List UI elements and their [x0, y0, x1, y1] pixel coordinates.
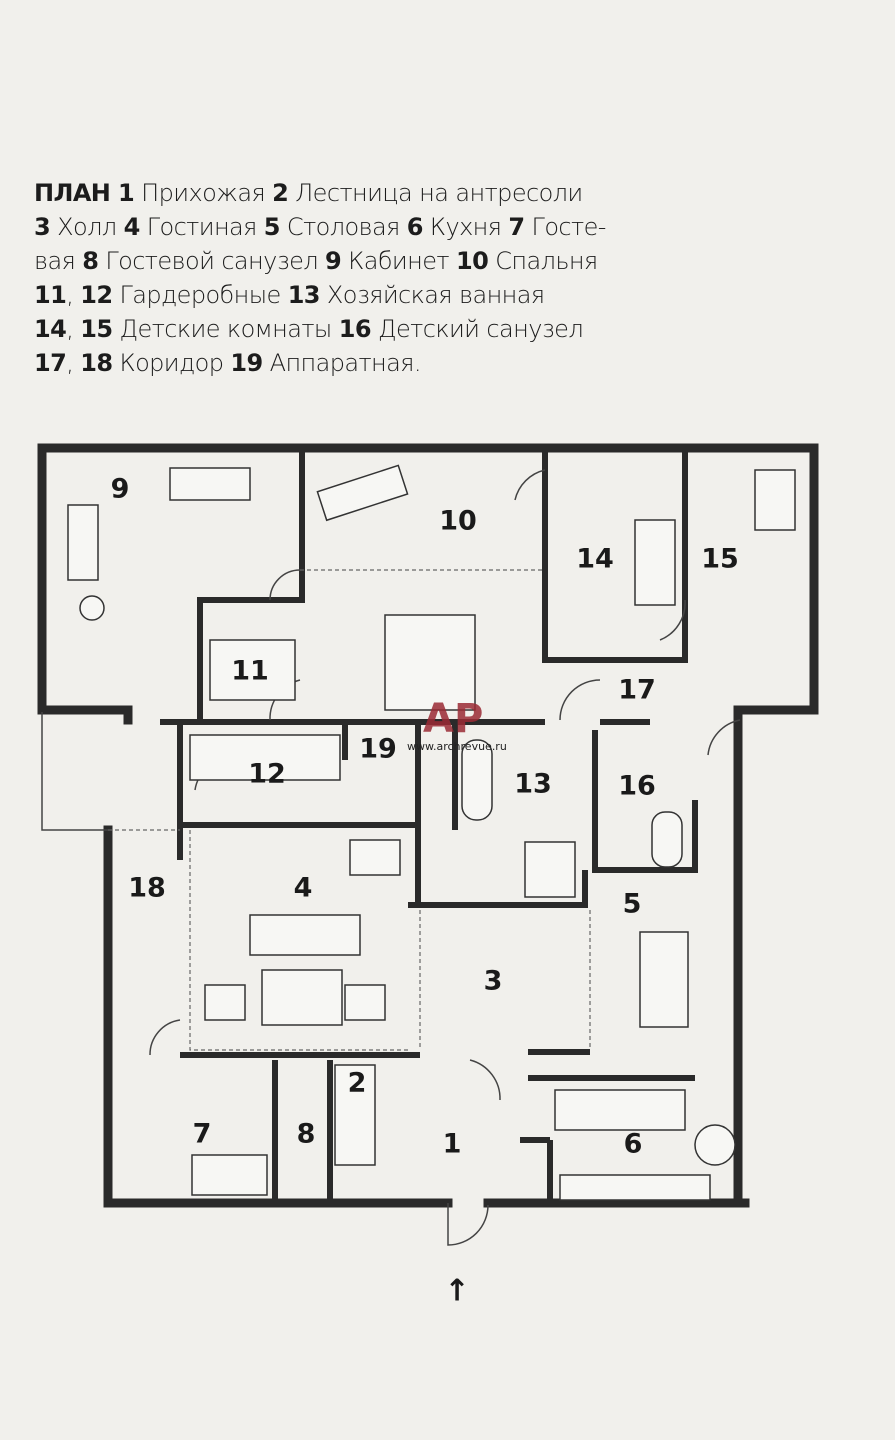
bed-icon: [384, 614, 476, 711]
caption-room-number: 19: [230, 349, 263, 377]
bed-icon: [754, 469, 796, 531]
caption-room-number: 10: [456, 247, 489, 275]
armchair-icon: [349, 839, 401, 876]
staircase-icon: [334, 1064, 376, 1166]
armchair-icon: [344, 984, 386, 1021]
room-label-9: 9: [111, 474, 130, 505]
caption-room-number: 17: [34, 349, 67, 377]
shower-icon: [524, 841, 576, 898]
caption-room-number: 3: [34, 213, 51, 241]
furniture: [67, 464, 796, 1201]
armchair-icon: [204, 984, 246, 1021]
caption-line: 14, 15 Детские комнаты 16 Детский санузе…: [34, 312, 606, 346]
caption-room-name: вая: [34, 247, 83, 275]
room-label-16: 16: [618, 771, 656, 802]
caption-room-name: Хозяйская ванная: [319, 281, 545, 309]
caption-room-name: Холл: [50, 213, 124, 241]
caption-room-number: 12: [80, 281, 113, 309]
caption-room-name: Гостевой санузел: [98, 247, 326, 275]
bench-icon: [316, 464, 409, 522]
caption-room-name: Детские комнаты: [112, 315, 339, 343]
caption-room-number: 5: [263, 213, 281, 241]
bathtub-icon: [461, 739, 493, 821]
caption-room-name: Столовая: [279, 213, 407, 241]
caption-room-name: Спальня: [488, 247, 598, 275]
outer-walls: [37, 443, 819, 1208]
bed-icon: [634, 519, 676, 606]
room-label-1: 1: [443, 1129, 462, 1160]
caption-room-name: Кабинет: [341, 247, 456, 275]
sofa-icon: [67, 504, 99, 581]
sofa-icon: [191, 1154, 268, 1196]
interior-walls: [160, 452, 698, 1200]
round-table-icon: [694, 1124, 736, 1166]
dining-table-icon: [639, 931, 689, 1028]
entrance-arrow-icon: ↑: [444, 1274, 469, 1309]
caption-room-number: 14: [34, 315, 67, 343]
room-label-2: 2: [348, 1068, 367, 1099]
caption-line: 3 Холл 4 Гостиная 5 Столовая 6 Кухня 7 Г…: [34, 210, 606, 244]
room-label-15: 15: [701, 544, 739, 575]
wardrobe-icon: [209, 639, 296, 701]
caption-room-name: ,: [66, 349, 81, 377]
caption-room-number: 9: [325, 247, 342, 275]
caption-room-number: 8: [82, 247, 99, 275]
caption-room-number: 4: [123, 213, 141, 241]
coffee-table-icon: [261, 969, 343, 1026]
caption-room-number: 11: [34, 281, 67, 309]
room-label-18: 18: [128, 873, 166, 904]
sofa-icon: [249, 914, 361, 956]
caption-room-name: Прихожая: [134, 179, 273, 207]
caption-room-name: ,: [66, 315, 81, 343]
caption-room-number: 18: [80, 349, 113, 377]
bathtub-icon: [651, 811, 683, 868]
room-label-8: 8: [297, 1119, 316, 1150]
zone-lines: [108, 569, 591, 1051]
caption-room-name: Гардеробные: [112, 281, 288, 309]
caption-room-number: 6: [406, 213, 424, 241]
room-label-19: 19: [359, 734, 397, 765]
caption-room-name: Лестница на антресоли: [288, 179, 583, 207]
caption-room-number: 7: [508, 213, 525, 241]
room-label-14: 14: [576, 544, 614, 575]
caption-room-name: Коридор: [112, 349, 231, 377]
caption-room-number: ПЛАН 1: [34, 179, 135, 207]
room-label-12: 12: [248, 759, 286, 790]
room-label-3: 3: [484, 966, 503, 997]
room-label-11: 11: [231, 656, 269, 687]
caption-room-name: Кухня: [422, 213, 509, 241]
room-label-6: 6: [624, 1129, 643, 1160]
caption-room-name: Детский санузел: [370, 315, 584, 343]
caption-room-name: Госте-: [524, 213, 607, 241]
caption-line: ПЛАН 1 Прихожая 2 Лестница на антресоли: [34, 176, 606, 210]
room-labels: 9 10 14 15 11 17 19 12 13 16 18 4 5 3 2 …: [111, 474, 739, 1160]
caption-room-name: Гостиная: [139, 213, 264, 241]
room-label-7: 7: [193, 1119, 212, 1150]
caption-line: 17, 18 Коридор 19 Аппаратная.: [34, 346, 606, 380]
wardrobe-icon: [189, 734, 341, 781]
watermark-logo: АР: [423, 696, 483, 742]
caption-room-name: Аппаратная.: [262, 349, 422, 377]
room-label-17: 17: [618, 675, 656, 706]
kitchen-counter-icon: [559, 1174, 711, 1201]
caption-room-number: 16: [338, 315, 372, 343]
room-label-13: 13: [514, 769, 552, 800]
room-label-10: 10: [439, 506, 477, 537]
watermark-url: www.archrevue.ru: [407, 740, 507, 753]
plant-icon: [79, 595, 105, 621]
caption-room-number: 2: [272, 179, 289, 207]
caption-line: вая 8 Гостевой санузел 9 Кабинет 10 Спал…: [34, 244, 606, 278]
room-label-4: 4: [294, 873, 313, 904]
room-label-5: 5: [623, 889, 642, 920]
caption-line: 11, 12 Гардеробные 13 Хозяйская ванная: [34, 278, 606, 312]
caption-room-name: ,: [66, 281, 81, 309]
caption-room-number: 13: [287, 281, 321, 309]
caption-room-number: 15: [80, 315, 113, 343]
kitchen-counter-icon: [554, 1089, 686, 1131]
desk-icon: [169, 467, 251, 501]
